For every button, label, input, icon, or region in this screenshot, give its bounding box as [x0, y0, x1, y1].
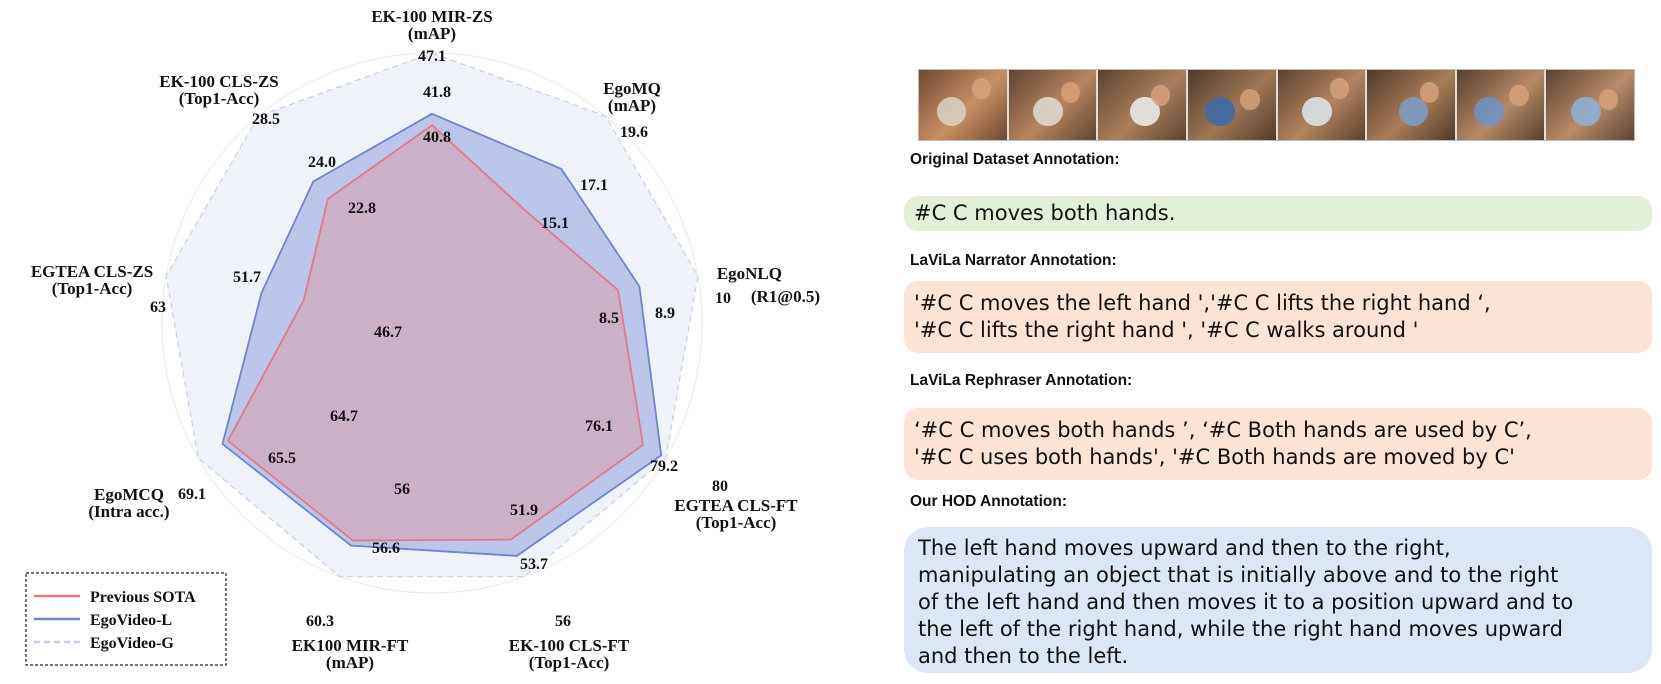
- frame-hand-blob: [1150, 85, 1171, 107]
- video-frame: [1456, 70, 1547, 140]
- data-label-previous-sota: 22.8: [348, 200, 376, 217]
- radar-series: [165, 52, 699, 578]
- series-previous-sota: [226, 124, 644, 542]
- frame-hand-blob: [1061, 81, 1081, 103]
- axis-max-label: 47.1: [418, 48, 446, 65]
- data-label-egovideo-l: 53.7: [520, 556, 548, 573]
- data-label-previous-sota: 46.7: [374, 324, 402, 341]
- axis-label: EgoNLQ: [717, 264, 782, 283]
- frame-hand-blob: [1398, 96, 1429, 126]
- annotation-line: and then to the left.: [918, 644, 1129, 668]
- data-label-previous-sota: 40.8: [423, 129, 451, 146]
- data-label-previous-sota: 56: [394, 481, 410, 498]
- axis-label: EK-100 MIR-ZS: [371, 7, 492, 26]
- video-frame: [1187, 70, 1278, 140]
- annotation-line: '#C C uses both hands', '#C Both hands a…: [914, 445, 1515, 469]
- frame-hand-blob: [1509, 85, 1529, 107]
- axis-max-label: 63: [150, 299, 166, 316]
- frame-hand-blob: [1474, 96, 1505, 126]
- data-label-egovideo-l: 79.2: [650, 458, 678, 475]
- annotation-line: The left hand moves upward and then to t…: [918, 536, 1451, 560]
- original-annotation-title: Original Dataset Annotation:: [910, 151, 1120, 168]
- video-frame: [919, 70, 1009, 140]
- annotation-panel: Original Dataset Annotation: #C C moves …: [900, 0, 1661, 684]
- data-label-egovideo-l: 17.1: [580, 177, 608, 194]
- data-label-previous-sota: 51.9: [510, 502, 538, 519]
- axis-label: (R1@0.5): [751, 287, 820, 306]
- axis-max-label: 19.6: [620, 124, 648, 141]
- video-frame: [1008, 70, 1099, 140]
- video-frame: [1367, 70, 1457, 140]
- axis-max-label: 80: [712, 478, 728, 495]
- data-label-egovideo-l: 41.8: [423, 84, 451, 101]
- axis-max-label: 28.5: [252, 111, 280, 128]
- axis-label: (Top1-Acc): [696, 513, 777, 532]
- data-label-egovideo-l: 65.5: [268, 450, 296, 467]
- video-frame: [1277, 70, 1368, 140]
- frame-hand-blob: [1302, 96, 1332, 126]
- legend-label-egovideo-l: EgoVideo-L: [90, 612, 172, 629]
- frame-hand-blob: [936, 96, 967, 126]
- frame-hand-blob: [1419, 81, 1439, 103]
- axis-max-label: 69.1: [178, 486, 206, 503]
- frame-hand-blob: [1598, 88, 1619, 110]
- data-label-previous-sota: 8.5: [599, 310, 619, 327]
- data-label-previous-sota: 64.7: [330, 408, 358, 425]
- axis-label: EgoMCQ: [94, 485, 164, 504]
- legend-label-previous-sota: Previous SOTA: [90, 589, 196, 606]
- original-annotation-box: #C C moves both hands.: [904, 196, 1652, 231]
- axis-max-label: 10: [715, 290, 731, 307]
- axis-label: (mAP): [608, 96, 656, 115]
- rephraser-annotation-title: LaViLa Rephraser Annotation:: [910, 372, 1133, 389]
- data-label-previous-sota: 76.1: [585, 418, 613, 435]
- axis-label: (Intra acc.): [88, 502, 169, 521]
- data-label-egovideo-l: 51.7: [233, 269, 261, 286]
- hod-annotation-title: Our HOD Annotation:: [910, 493, 1067, 510]
- video-frame: [1098, 70, 1188, 140]
- data-label-previous-sota: 15.1: [541, 215, 569, 232]
- data-label-egovideo-l: 8.9: [655, 305, 675, 322]
- rephraser-annotation-box: ‘#C C moves both hands ’, ‘#C Both hands…: [904, 408, 1652, 480]
- axis-label: EK-100 CLS-FT: [509, 636, 630, 655]
- narrator-annotation-box: '#C C moves the left hand ','#C C lifts …: [904, 281, 1652, 353]
- axis-label: (mAP): [326, 653, 374, 672]
- axis-label: EGTEA CLS-ZS: [31, 262, 153, 281]
- hod-annotation-box: The left hand moves upward and then to t…: [904, 527, 1652, 673]
- legend-label-egovideo-g: EgoVideo-G: [90, 635, 174, 652]
- frame-hand-blob: [1330, 78, 1350, 100]
- data-label-egovideo-l: 56.6: [372, 540, 400, 557]
- axis-label: EK100 MIR-FT: [292, 636, 409, 655]
- axis-label: (Top1-Acc): [179, 89, 260, 108]
- video-frame: [1546, 70, 1634, 140]
- axis-label: (Top1-Acc): [529, 653, 610, 672]
- narrator-annotation-title: LaViLa Narrator Annotation:: [910, 252, 1117, 269]
- annotation-line: ‘#C C moves both hands ’, ‘#C Both hands…: [914, 418, 1532, 442]
- frame-hand-blob: [1033, 96, 1063, 126]
- annotation-line: manipulating an object that is initially…: [918, 563, 1559, 587]
- frame-hand-blob: [971, 78, 991, 100]
- axis-label: EK-100 CLS-ZS: [159, 72, 279, 91]
- annotation-line: '#C C lifts the right hand ', '#C C walk…: [914, 318, 1419, 342]
- annotation-line: #C C moves both hands.: [914, 201, 1176, 225]
- annotation-line: '#C C moves the left hand ','#C C lifts …: [914, 291, 1491, 315]
- axis-label: EgoMQ: [603, 79, 661, 98]
- video-frame-strip: [918, 69, 1635, 141]
- axis-max-label: 56: [555, 613, 571, 630]
- frame-hand-blob: [1570, 96, 1601, 126]
- data-label-egovideo-l: 24.0: [308, 154, 336, 171]
- axis-label: (mAP): [408, 24, 456, 43]
- axis-label: EGTEA CLS-FT: [674, 496, 798, 515]
- axis-max-label: 60.3: [306, 613, 334, 630]
- frame-hand-blob: [1240, 88, 1260, 110]
- frame-hand-blob: [1205, 96, 1236, 126]
- legend: Previous SOTA EgoVideo-L EgoVideo-G: [25, 572, 227, 666]
- axis-label: (Top1-Acc): [52, 279, 133, 298]
- annotation-line: of the left hand and then moves it to a …: [918, 590, 1574, 614]
- annotation-line: the left of the right hand, while the ri…: [918, 617, 1564, 641]
